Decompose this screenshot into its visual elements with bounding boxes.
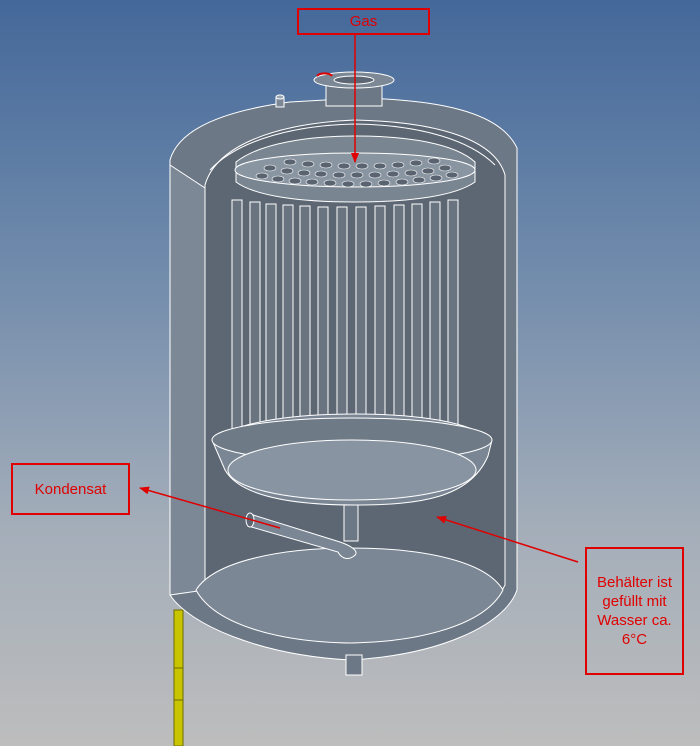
condensate-pipe	[245, 504, 359, 559]
top-nozzle	[275, 71, 395, 108]
bottom-outlet	[345, 654, 363, 676]
water-label-line: 6°C	[621, 631, 648, 648]
water-arrow	[436, 515, 579, 563]
tube-bundle	[231, 199, 459, 451]
water-label-line: gefüllt mit	[602, 593, 667, 610]
bottom-collector	[211, 413, 493, 506]
water-label-line: Wasser ca.	[597, 612, 672, 629]
water-label-line: Behälter ist	[596, 574, 673, 591]
kondensat-arrow	[139, 486, 281, 529]
top-tube-sheet	[234, 135, 476, 203]
gas-label: Gas	[297, 8, 430, 35]
kondensat-label: Kondensat	[11, 463, 130, 515]
water-fill-label: Behälter ist gefüllt mit Wasser ca. 6°C	[585, 547, 684, 675]
yellow-pipe	[173, 609, 184, 746]
annotation-arrows	[139, 35, 579, 563]
